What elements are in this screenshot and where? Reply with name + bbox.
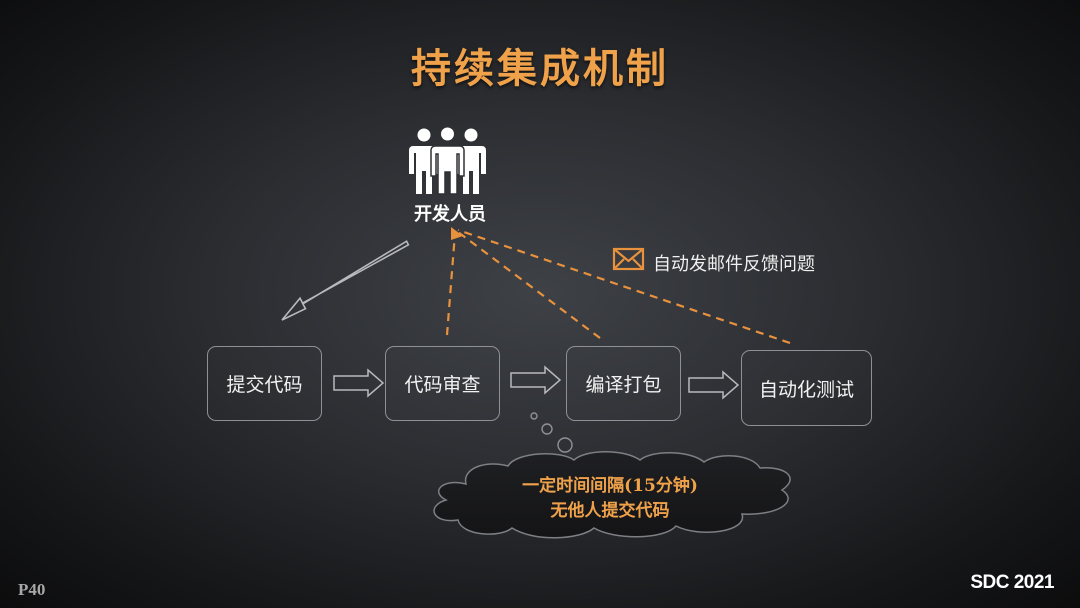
step-label: 编译打包: [585, 374, 662, 396]
people-group-icon: [409, 125, 486, 195]
envelope-icon: [612, 247, 645, 271]
thought-bubbles: [530, 412, 573, 453]
step-label: 自动化测试: [758, 378, 854, 401]
page-number: P40: [18, 580, 46, 599]
step-label: 代码审查: [404, 374, 481, 396]
step-label: 提交代码: [226, 374, 303, 396]
step-code-review: 代码审查: [385, 346, 500, 421]
trigger-line-2: 无他人提交代码: [550, 501, 670, 521]
feedback-lines: [445, 228, 791, 345]
feedback-label: 自动发邮件反馈问题: [653, 254, 815, 275]
developer-label: 开发人员: [414, 204, 486, 225]
step-automated-test: 自动化测试: [741, 350, 872, 426]
feedback-line-review: [445, 232, 457, 336]
flow-arrow-3: [688, 370, 740, 400]
step-build-package: 编译打包: [566, 346, 681, 421]
submit-arrow: [281, 240, 410, 321]
flow-arrow-1: [333, 368, 385, 398]
feedback-line-test: [457, 228, 791, 345]
page-title: 持续集成机制: [411, 46, 669, 92]
feedback-line-build: [457, 231, 601, 339]
brand-logo: SDC 2021: [970, 572, 1054, 593]
step-submit-code: 提交代码: [207, 346, 322, 421]
feedback-arrowhead: [451, 227, 463, 240]
flow-arrow-2: [510, 365, 562, 395]
trigger-line-1: 一定时间间隔(15分钟): [522, 476, 698, 496]
cloud-shape: [433, 451, 791, 539]
trigger-condition: 一定时间间隔(15分钟) 无他人提交代码: [470, 474, 750, 524]
